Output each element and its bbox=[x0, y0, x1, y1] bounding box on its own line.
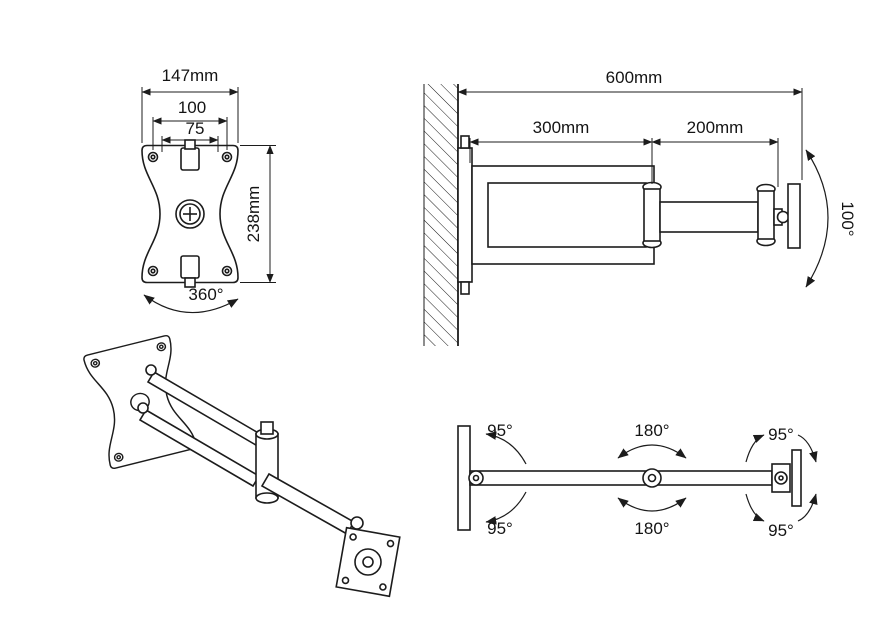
tilt-arc-100 bbox=[805, 149, 829, 288]
arm-lower bbox=[260, 472, 356, 536]
arm-bar-top bbox=[146, 370, 269, 450]
arm-section-outer bbox=[471, 165, 655, 265]
arm-section-inner bbox=[659, 201, 759, 233]
middle-pivot bbox=[643, 188, 661, 242]
label-wall-joint-up: 95° bbox=[487, 421, 513, 440]
isometric-view bbox=[82, 334, 401, 598]
arc-wall-up bbox=[485, 431, 527, 465]
head-joint bbox=[774, 471, 788, 485]
side-extended-view: 600mm 300mm 200mm 100° bbox=[423, 68, 857, 346]
top-swivel-view: 95° 95° 180° 180° 95° 95° bbox=[457, 421, 818, 540]
label-head-joint-down: 95° bbox=[768, 521, 794, 540]
rotation-arrow-360 bbox=[143, 294, 239, 314]
bottom-knuckle bbox=[180, 255, 200, 279]
label-mid-joint-down: 180° bbox=[634, 519, 669, 538]
label-mid-joint-up: 180° bbox=[634, 421, 669, 440]
front-plate-view: 147mm 100 75 238mm 360° bbox=[141, 66, 276, 314]
mid-joint bbox=[642, 468, 662, 488]
arc-wall-down bbox=[485, 491, 527, 525]
top-knuckle bbox=[180, 147, 200, 171]
center-screw bbox=[175, 199, 205, 229]
vesa-plate-iso bbox=[82, 334, 198, 470]
arc-head-down-right bbox=[797, 493, 818, 522]
arc-head-down-left bbox=[745, 493, 765, 522]
dim-vesa-100: 100 bbox=[178, 98, 206, 117]
label-head-joint-up: 95° bbox=[768, 425, 794, 444]
dim-vesa-75: 75 bbox=[186, 119, 205, 138]
wall-hatch bbox=[424, 84, 458, 346]
wall-joint bbox=[468, 470, 484, 486]
arc-head-up-right bbox=[797, 434, 818, 463]
dim-arm-section-2: 200mm bbox=[687, 118, 744, 137]
dim-reach-total: 600mm bbox=[606, 68, 663, 87]
tilt-ball-joint bbox=[776, 210, 790, 224]
head-knuckle bbox=[757, 190, 775, 240]
label-tilt-100: 100° bbox=[838, 201, 857, 236]
dim-width-overall: 147mm bbox=[162, 66, 219, 85]
monitor-plate-side bbox=[787, 183, 801, 249]
dim-height-overall: 238mm bbox=[244, 186, 263, 243]
wall-plate bbox=[457, 147, 473, 283]
label-wall-joint-down: 95° bbox=[487, 519, 513, 538]
head-plate-iso bbox=[335, 526, 401, 598]
arc-head-up-left bbox=[745, 434, 765, 463]
arc-mid-up bbox=[617, 444, 687, 459]
dim-arm-section-1: 300mm bbox=[533, 118, 590, 137]
arm-top-view bbox=[469, 470, 773, 486]
label-rotation-360: 360° bbox=[188, 285, 223, 304]
arm-bar-bottom bbox=[138, 408, 261, 488]
monitor-plate-top bbox=[791, 449, 802, 507]
arc-mid-down bbox=[617, 497, 687, 512]
